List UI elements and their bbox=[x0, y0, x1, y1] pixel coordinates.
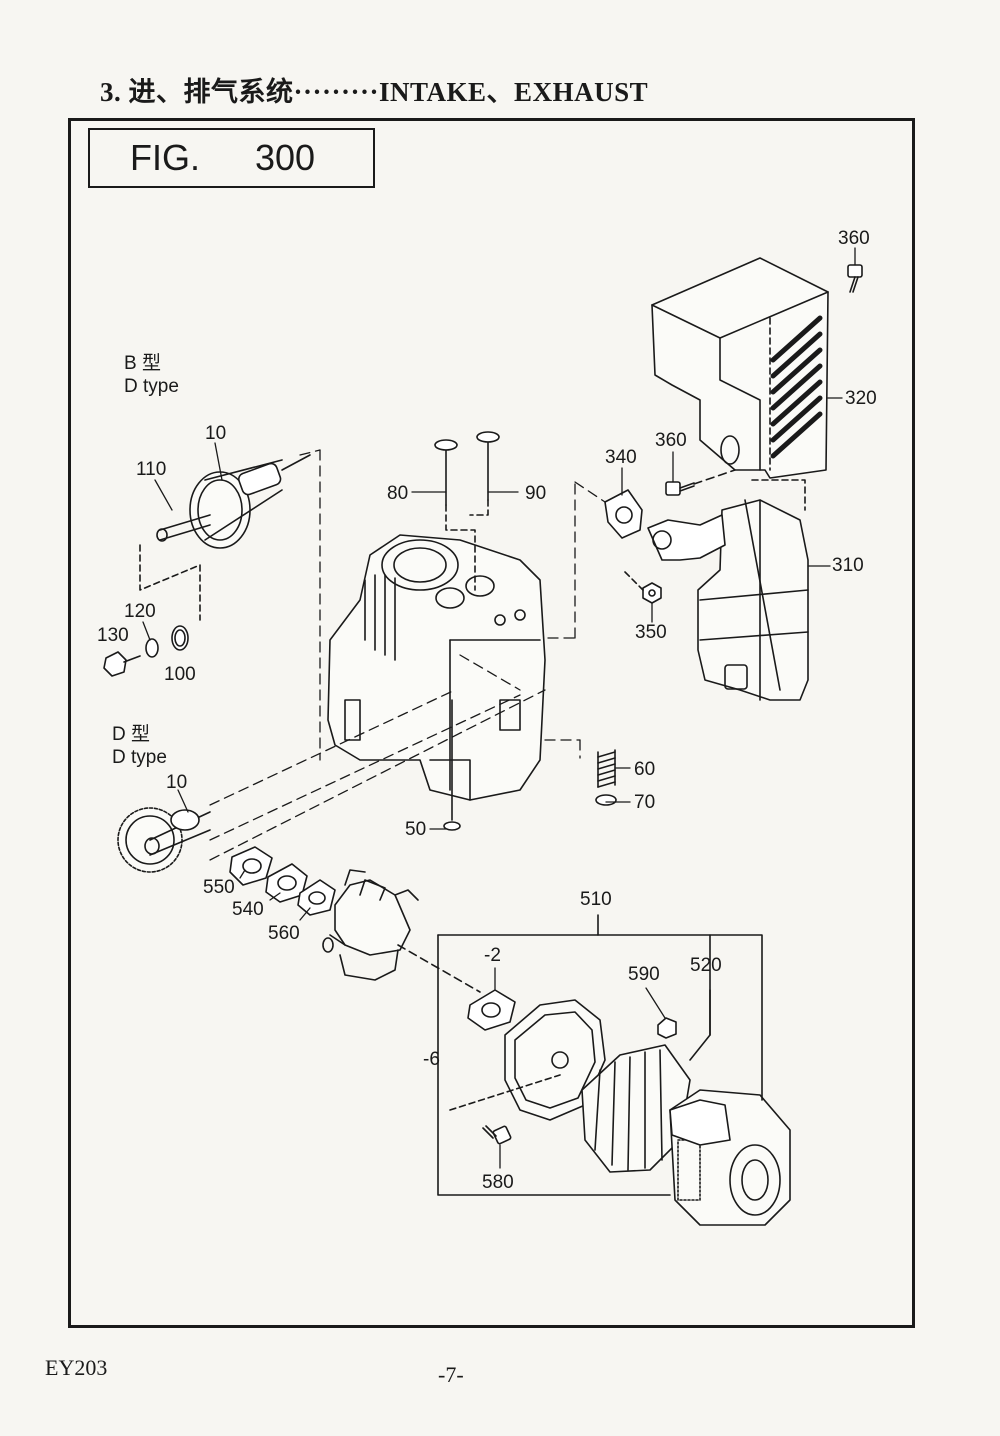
part-label-60: 60 bbox=[634, 759, 656, 780]
camshaft-b-type-drawing-2 bbox=[139, 544, 201, 621]
camshaft-d-type-drawing bbox=[117, 807, 211, 873]
bolt-580-drawing bbox=[449, 1074, 561, 1145]
muffler-cover-drawing bbox=[651, 257, 829, 479]
valve-50-drawing bbox=[443, 699, 461, 831]
part-label-360-side: 360 bbox=[655, 430, 687, 451]
screw-360-side-drawing bbox=[665, 469, 736, 496]
air-cleaner-cover-drawing bbox=[669, 1089, 791, 1226]
ring-100-drawing bbox=[171, 625, 189, 651]
valve-spring-60-drawing bbox=[597, 749, 616, 788]
part-label-360-top: 360 bbox=[838, 228, 870, 249]
model-number: EY203 bbox=[45, 1355, 108, 1380]
cylinder-block-drawing bbox=[327, 534, 546, 801]
part-label-340: 340 bbox=[605, 447, 637, 468]
bolt-130-drawing bbox=[103, 651, 141, 677]
figure-caption-box: FIG. 300 bbox=[88, 128, 375, 188]
part-label-100: 100 bbox=[164, 664, 196, 685]
section-title: 3. 进、排气系统·········INTAKE、EXHAUST bbox=[100, 77, 649, 107]
part-label-350: 350 bbox=[635, 622, 667, 643]
nut-350-drawing bbox=[624, 571, 662, 604]
leader-lines bbox=[142, 247, 856, 1169]
part-label-310: 310 bbox=[832, 555, 864, 576]
part-label-50: 50 bbox=[405, 819, 427, 840]
screw-360-top-drawing bbox=[847, 264, 863, 293]
part-label-560: 560 bbox=[268, 923, 300, 944]
air-cleaner-base-6-drawing bbox=[504, 999, 606, 1121]
part-label-320: 320 bbox=[845, 388, 877, 409]
note-b-type-cn: B 型 bbox=[124, 353, 161, 374]
exhaust-pipe-drawing bbox=[647, 514, 726, 561]
gasket-560-drawing bbox=[297, 879, 336, 916]
leader-520-b bbox=[689, 989, 711, 1061]
part-label-510: 510 bbox=[580, 889, 612, 910]
part-label-10-d-type: 10 bbox=[166, 772, 188, 793]
note-d-type-en: D type bbox=[112, 747, 167, 768]
exhaust-gasket-340-drawing bbox=[604, 489, 643, 539]
note-b-type-en: D type bbox=[124, 376, 179, 397]
part-label-90: 90 bbox=[525, 483, 547, 504]
camshaft-b-type-drawing bbox=[156, 454, 311, 549]
part-label-10-b-type: 10 bbox=[205, 423, 227, 444]
air-cleaner-gasket-2-drawing bbox=[467, 989, 516, 1031]
figure-frame bbox=[68, 118, 915, 1328]
part-label-550: 550 bbox=[203, 877, 235, 898]
bracket-510-bottom bbox=[437, 934, 671, 1196]
part-label-130: 130 bbox=[97, 625, 129, 646]
note-d-type-cn: D 型 bbox=[112, 724, 151, 745]
part-label-110: 110 bbox=[136, 459, 167, 480]
retainer-70-drawing bbox=[595, 794, 617, 806]
gasket-550-drawing bbox=[229, 846, 273, 886]
carburetor-drawing bbox=[322, 869, 481, 993]
muffler-drawing bbox=[697, 479, 809, 701]
part-label-minus-6: -6 bbox=[423, 1049, 440, 1070]
figure-label: FIG. bbox=[130, 137, 200, 178]
valves-80-90-drawing bbox=[434, 431, 500, 591]
part-label-520: 520 bbox=[690, 955, 722, 976]
page-number: -7- bbox=[438, 1362, 464, 1387]
part-label-minus-2: -2 bbox=[484, 945, 501, 966]
part-label-580: 580 bbox=[482, 1172, 514, 1193]
bracket-510-top bbox=[437, 934, 763, 1101]
part-label-120: 120 bbox=[124, 601, 156, 622]
part-label-70: 70 bbox=[634, 792, 656, 813]
wing-nut-590-drawing bbox=[657, 1017, 677, 1039]
figure-number: 300 bbox=[255, 137, 316, 178]
part-label-540: 540 bbox=[232, 899, 264, 920]
assembly-guide-lines bbox=[209, 449, 606, 861]
washer-120-drawing bbox=[145, 638, 159, 658]
part-label-80: 80 bbox=[387, 483, 409, 504]
part-label-590: 590 bbox=[628, 964, 660, 985]
